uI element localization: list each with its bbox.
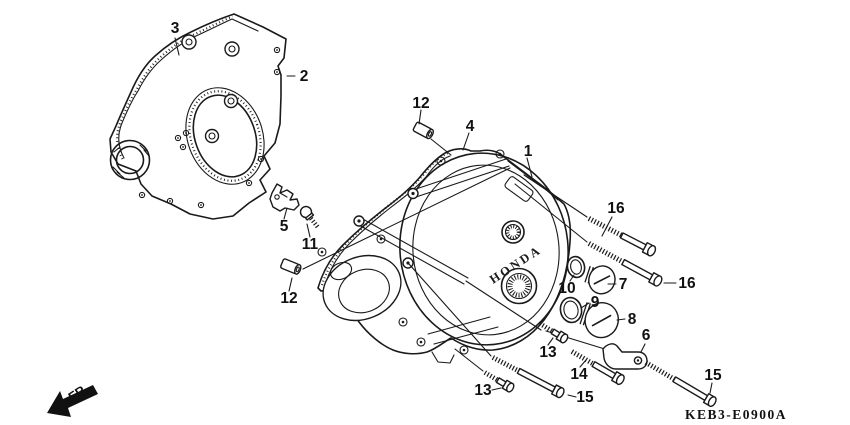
part-callout-13-upper: 13	[539, 344, 557, 361]
bolt-15-middle	[491, 355, 565, 399]
callout-leaders	[174, 37, 713, 398]
bolt-13-lower	[483, 370, 515, 393]
part-callout-12-left: 12	[280, 290, 297, 307]
assembly-lines	[302, 138, 645, 372]
gasket-plate	[109, 13, 287, 220]
oring-10	[566, 255, 586, 279]
part-callout-16-right: 16	[678, 275, 696, 292]
bolt-15-right	[644, 360, 717, 408]
part-callout-1: 1	[524, 143, 533, 160]
part-callout-15-right: 15	[704, 367, 722, 384]
bolt-14	[570, 349, 625, 386]
part-callout-3: 3	[171, 20, 180, 37]
gasket-round-opening	[109, 139, 151, 181]
part-callout-2: 2	[300, 68, 309, 85]
cap-7	[584, 265, 616, 295]
bolt-13-upper	[538, 321, 569, 344]
clamp-5	[269, 183, 300, 212]
cap-8	[579, 302, 620, 339]
part-callout-14: 14	[570, 366, 588, 383]
bolt-16-lower	[587, 241, 663, 287]
part-callout-13-lower: 13	[474, 382, 492, 399]
part-callout-4: 4	[466, 118, 475, 135]
part-callout-15-mid: 15	[576, 389, 594, 406]
bolt-16-upper	[587, 216, 657, 257]
gasket-bolt-holes	[138, 46, 281, 209]
gasket-seal	[116, 15, 265, 185]
cover-center-hole	[500, 267, 538, 305]
part-callout-6: 6	[642, 327, 651, 344]
fr-arrow-icon	[47, 385, 98, 417]
cover-gasket-flange	[320, 151, 451, 286]
bracket-6	[602, 343, 648, 370]
dowel-pin-12-left	[280, 258, 302, 275]
dowel-pin-12-top	[412, 121, 434, 140]
crankcase-cover: HONDA	[317, 148, 572, 364]
part-callout-16-upper: 16	[607, 200, 625, 217]
part-callout-8: 8	[628, 311, 637, 328]
part-callout-12-top: 12	[412, 95, 429, 112]
callout-labels: 3 2 12 4 1 16 16 5 11 12 10 7 9 8 6 13 1…	[171, 20, 722, 406]
cover-top-slot	[504, 176, 534, 202]
fr-direction-indicator: FR.	[47, 381, 98, 417]
part-callout-10: 10	[558, 280, 575, 297]
drawing-code: KEB3-E0900A	[685, 407, 787, 422]
part-callout-5: 5	[280, 218, 289, 235]
cover-oil-hole-upper	[501, 220, 525, 244]
part-callout-9: 9	[591, 294, 600, 311]
oring-9	[559, 296, 583, 324]
cover-kick-boss	[322, 254, 402, 322]
screw-11	[299, 205, 320, 229]
cover-flange-holes	[317, 149, 505, 355]
part-callout-7: 7	[619, 276, 628, 293]
part-callout-11: 11	[302, 236, 319, 253]
